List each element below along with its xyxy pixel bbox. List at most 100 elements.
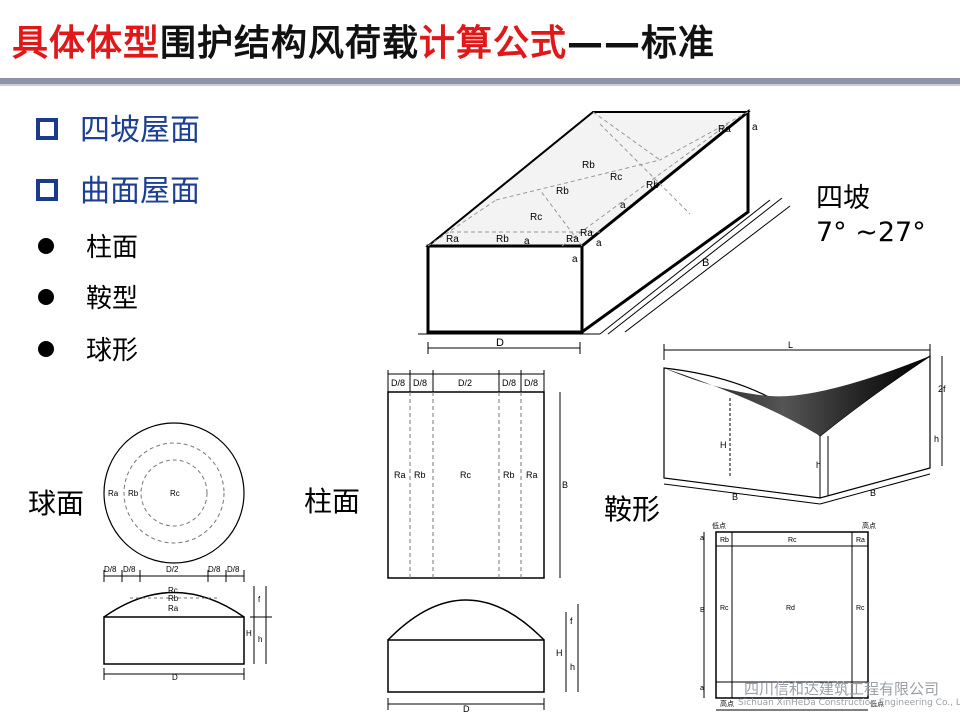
svg-text:Ra: Ra <box>566 234 579 245</box>
svg-text:2f: 2f <box>938 384 946 394</box>
svg-text:Ra: Ra <box>718 124 731 135</box>
svg-text:f: f <box>570 616 573 626</box>
svg-text:Rc: Rc <box>788 537 797 544</box>
square-bullet-icon <box>36 117 58 140</box>
svg-text:a: a <box>752 122 758 133</box>
dot-bullet-icon <box>38 238 54 254</box>
title-part-1: 具体体型 <box>12 23 161 64</box>
hip-roof-labels: Ra Rb Ra Ra Rc Rb Rb Rc Rb Ra a a a a a … <box>446 122 758 349</box>
bullet-hip-roof: 四坡屋面 <box>36 114 200 148</box>
svg-text:a: a <box>524 236 530 247</box>
svg-text:a: a <box>700 535 704 542</box>
saddle-diagram <box>663 344 943 505</box>
svg-text:低点: 低点 <box>870 699 884 708</box>
svg-text:Rb: Rb <box>582 160 595 171</box>
svg-text:a: a <box>700 685 704 692</box>
svg-text:D/8: D/8 <box>502 378 516 388</box>
svg-text:Rc: Rc <box>720 605 729 612</box>
svg-text:Ra: Ra <box>526 470 538 480</box>
svg-text:h: h <box>934 434 939 444</box>
svg-text:Rb: Rb <box>503 470 515 480</box>
svg-text:a: a <box>620 200 626 211</box>
slope-note: 四坡 7° ~27° <box>816 183 926 248</box>
title-part-3: 计算公式 <box>419 23 568 64</box>
svg-text:Rd: Rd <box>786 605 795 612</box>
svg-text:B: B <box>700 607 705 614</box>
svg-text:Ra: Ra <box>394 470 406 480</box>
svg-text:H: H <box>720 440 727 450</box>
svg-text:D: D <box>172 673 178 682</box>
svg-text:h: h <box>816 460 821 470</box>
title-part-4: ——标准 <box>567 23 716 64</box>
svg-text:D: D <box>463 704 470 714</box>
cylinder-diagram <box>387 370 579 710</box>
svg-text:D/8: D/8 <box>413 378 427 388</box>
label-cylinder: 柱面 <box>304 485 361 518</box>
sphere-diagram <box>103 422 272 680</box>
subitem-cylinder: 柱面 <box>38 233 138 263</box>
saddle-labels: L 2f H h h B B <box>720 340 946 502</box>
svg-text:Ra: Ra <box>446 234 459 245</box>
svg-text:Rb: Rb <box>646 180 659 191</box>
svg-text:Rc: Rc <box>530 212 542 223</box>
subitem-sphere: 球形 <box>38 336 138 366</box>
svg-text:f: f <box>258 595 261 604</box>
svg-text:H: H <box>556 648 563 658</box>
dot-bullet-icon <box>38 289 54 305</box>
svg-text:B: B <box>702 257 709 269</box>
svg-text:D/2: D/2 <box>458 378 472 388</box>
sphere-labels: Ra Rb Rc D/8 D/8 D/2 D/8 D/8 Rc Rb Ra f … <box>104 489 262 682</box>
svg-text:高点: 高点 <box>862 521 876 530</box>
svg-text:Rc: Rc <box>170 489 180 498</box>
title-part-2: 围护结构风荷载 <box>160 23 420 64</box>
svg-text:Ra: Ra <box>856 537 865 544</box>
svg-text:Rb: Rb <box>556 186 569 197</box>
svg-text:L: L <box>788 340 793 350</box>
watermark-en: Sichuan XinHeDa Construction Engineering… <box>738 698 960 708</box>
svg-text:Ra: Ra <box>580 228 593 239</box>
watermark: 四川信和达建筑工程有限公司 <box>744 680 940 698</box>
svg-text:D/8: D/8 <box>524 378 538 388</box>
svg-text:B: B <box>870 488 876 498</box>
hip-roof-diagram <box>418 108 791 354</box>
title-rule <box>0 78 960 84</box>
svg-text:Rc: Rc <box>168 586 178 595</box>
svg-text:低点: 低点 <box>712 521 726 530</box>
svg-text:D/8: D/8 <box>208 565 221 574</box>
svg-text:Rb: Rb <box>720 537 729 544</box>
svg-text:Rb: Rb <box>496 234 509 245</box>
svg-text:B: B <box>562 480 568 490</box>
saddle-plan-labels: 低点 高点 Rb Rc Ra Rc Rd Rc a a B 高点 低点 <box>700 521 884 708</box>
svg-text:Ra: Ra <box>108 489 119 498</box>
svg-text:Rc: Rc <box>610 172 622 183</box>
svg-text:Rb: Rb <box>128 489 139 498</box>
svg-text:Rb: Rb <box>168 594 179 603</box>
svg-text:D/8: D/8 <box>104 565 117 574</box>
svg-text:D/2: D/2 <box>166 565 179 574</box>
svg-text:H: H <box>246 629 252 638</box>
slide-title: 具体体型围护结构风荷载计算公式——标准 <box>12 14 715 66</box>
svg-text:Rc: Rc <box>856 605 865 612</box>
svg-text:h: h <box>258 635 262 644</box>
svg-text:a: a <box>596 238 602 249</box>
bullet-curved-roof: 曲面屋面 <box>36 175 200 209</box>
svg-text:Rb: Rb <box>414 470 426 480</box>
svg-text:D/8: D/8 <box>123 565 136 574</box>
svg-text:D: D <box>496 337 504 349</box>
svg-text:D/8: D/8 <box>391 378 405 388</box>
cylinder-labels: D/8 D/8 D/2 D/8 D/8 Ra Rb Rc Rb Ra B f H… <box>391 378 575 714</box>
label-sphere: 球面 <box>28 487 85 520</box>
label-saddle: 鞍形 <box>604 493 661 526</box>
subitem-saddle: 鞍型 <box>38 284 138 314</box>
dot-bullet-icon <box>38 341 54 357</box>
svg-text:a: a <box>572 254 578 265</box>
saddle-plan-diagram <box>703 531 869 711</box>
title-rule-light <box>0 84 960 86</box>
svg-text:高点: 高点 <box>720 699 734 708</box>
svg-text:D/8: D/8 <box>227 565 240 574</box>
svg-text:Ra: Ra <box>168 604 179 613</box>
svg-text:h: h <box>570 662 575 672</box>
svg-text:Rc: Rc <box>460 470 471 480</box>
square-bullet-icon <box>36 178 58 201</box>
